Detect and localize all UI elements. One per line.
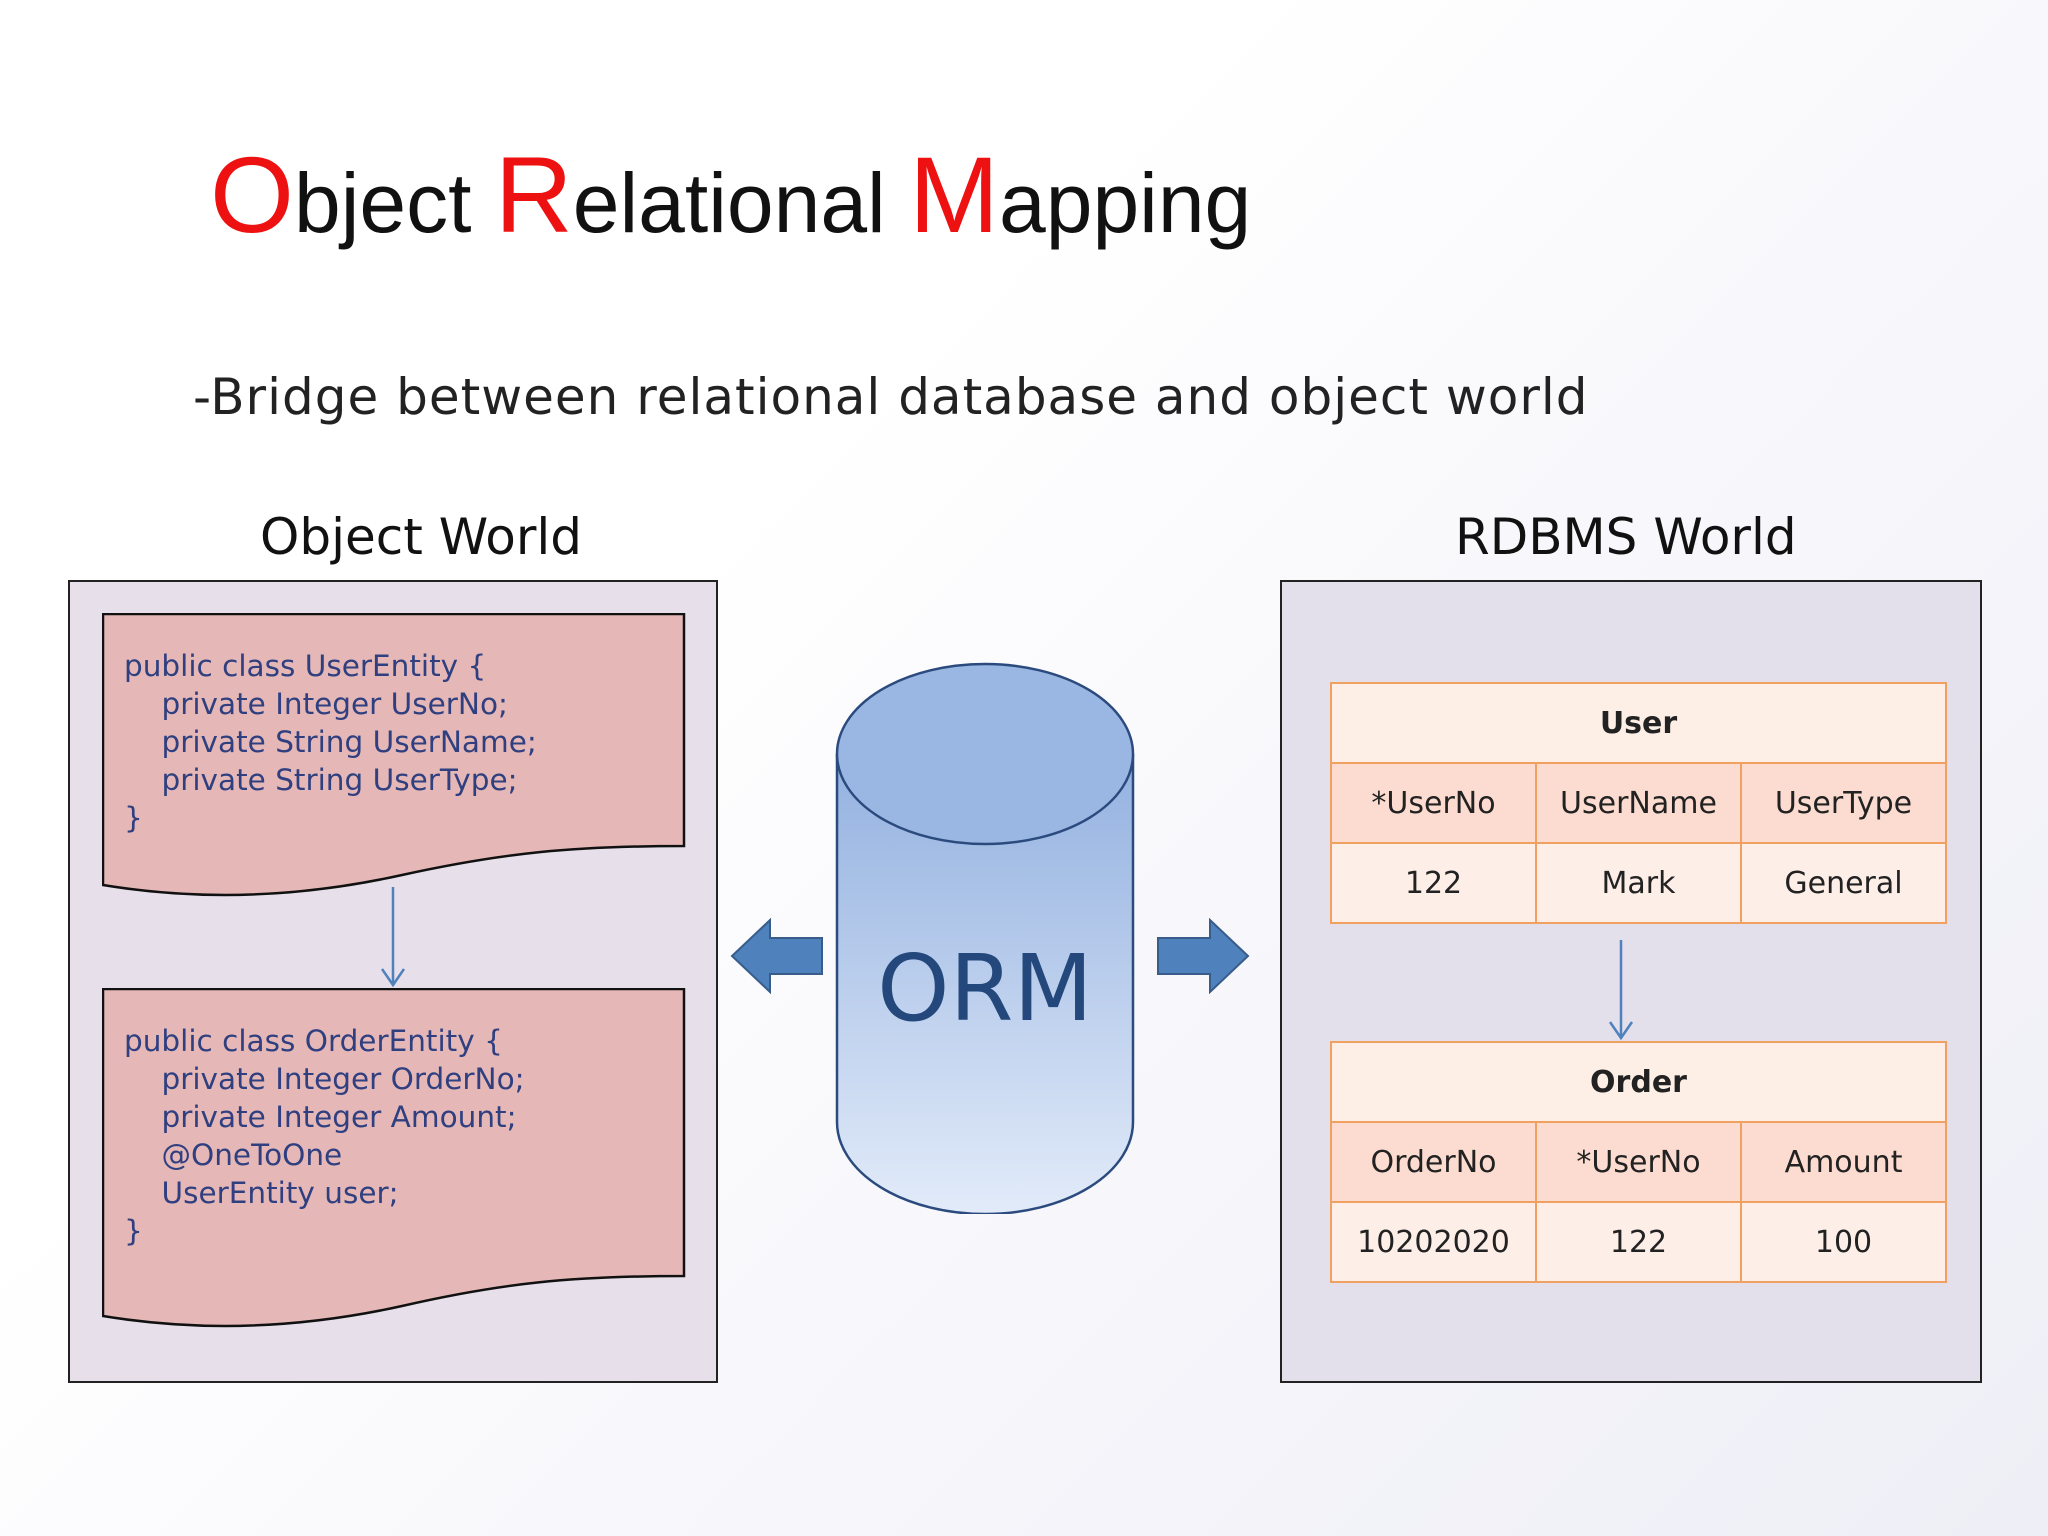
table-cell: 10202020 bbox=[1330, 1201, 1537, 1283]
object-world-label: Object World bbox=[260, 508, 583, 566]
table-cell: Mark bbox=[1535, 842, 1742, 924]
column-header: OrderNo bbox=[1330, 1121, 1537, 1203]
user-entity-document: public class UserEntity { private Intege… bbox=[102, 613, 692, 913]
title-initial-o: O bbox=[210, 134, 295, 255]
rdbms-world-label: RDBMS World bbox=[1455, 508, 1797, 566]
table-cell: 122 bbox=[1535, 1201, 1742, 1283]
database-cylinder-icon bbox=[835, 662, 1135, 1214]
title-word-mapping: apping bbox=[999, 156, 1252, 250]
title-word-object: bject bbox=[294, 156, 472, 250]
title-initial-m: M bbox=[909, 134, 1000, 255]
slide-title: Object Relational Mapping bbox=[210, 120, 1251, 270]
table-cell: 122 bbox=[1330, 842, 1537, 924]
title-initial-r: R bbox=[494, 134, 573, 255]
table-name: User bbox=[1330, 682, 1947, 764]
down-arrow-icon bbox=[380, 887, 406, 988]
order-entity-document: public class OrderEntity { private Integ… bbox=[102, 988, 692, 1348]
table-cell: General bbox=[1740, 842, 1947, 924]
slide-subtitle: -Bridge between relational database and … bbox=[193, 368, 1589, 426]
column-header: UserType bbox=[1740, 762, 1947, 844]
left-arrow-icon bbox=[730, 918, 823, 994]
column-header: *UserNo bbox=[1330, 762, 1537, 844]
order-entity-code: public class OrderEntity { private Integ… bbox=[124, 1024, 525, 1248]
orm-label: ORM bbox=[877, 935, 1093, 1042]
column-header: Amount bbox=[1739, 1121, 1948, 1203]
document-shape bbox=[102, 988, 686, 1328]
table-name: Order bbox=[1329, 1041, 1948, 1123]
column-header: UserName bbox=[1535, 762, 1742, 844]
user-table: User *UserNo UserName UserType 122 Mark … bbox=[1330, 682, 1947, 924]
right-arrow-icon bbox=[1157, 918, 1250, 994]
user-entity-code: public class UserEntity { private Intege… bbox=[124, 649, 537, 835]
document-shape bbox=[102, 613, 686, 897]
column-header: *UserNo bbox=[1535, 1121, 1742, 1203]
order-table: Order OrderNo *UserNo Amount 10202020 12… bbox=[1329, 1041, 1948, 1283]
down-arrow-icon bbox=[1608, 940, 1634, 1041]
title-word-relational: elational bbox=[572, 156, 886, 250]
table-cell: 100 bbox=[1739, 1201, 1948, 1283]
